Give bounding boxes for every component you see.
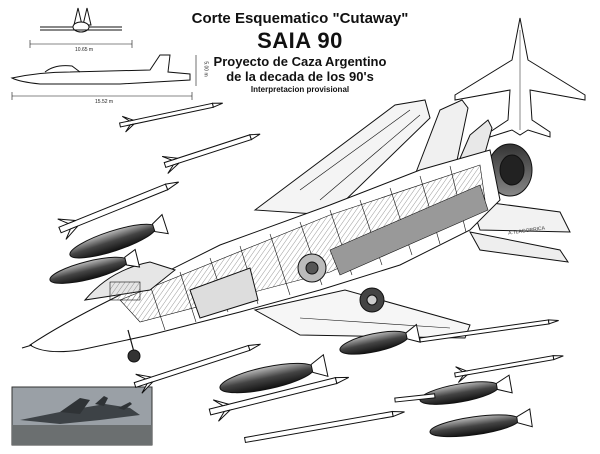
missile-8 [454, 355, 564, 383]
bomb-2 [49, 248, 141, 284]
missile-7 [419, 319, 559, 343]
missile-4 [133, 343, 261, 394]
title-block: Corte Esquematico "Cutaway" SAIA 90 Proy… [180, 10, 420, 96]
photo-inset [11, 386, 153, 446]
title-note: Interpretacion provisional [250, 85, 350, 94]
dim-wingspan: 10.65 m [75, 47, 94, 53]
front-view-drawing [29, 7, 133, 48]
dim-length: 15.52 m [95, 99, 114, 105]
missile-1 [118, 102, 223, 133]
missile-5 [208, 376, 349, 422]
dim-height: 5.00 m [202, 61, 209, 77]
title-model: SAIA 90 [257, 28, 343, 53]
bomb-3 [219, 353, 329, 394]
bomb-5 [419, 374, 513, 405]
bomb-6 [429, 408, 533, 438]
missile-6 [243, 410, 405, 444]
missile-2 [162, 133, 261, 174]
title-project: Proyecto de Caza Argentino [213, 54, 387, 69]
side-view-drawing [10, 54, 197, 100]
bomb-1 [69, 213, 169, 259]
weapon-stores [49, 102, 564, 444]
missile-3 [57, 181, 179, 240]
title-cutaway: Corte Esquematico "Cutaway" [191, 10, 409, 27]
planform-view-drawing [454, 17, 586, 138]
missile-9 [394, 393, 436, 403]
main-aircraft-cutaway [21, 99, 571, 363]
title-decade: de la decada de los 90's [226, 69, 374, 84]
